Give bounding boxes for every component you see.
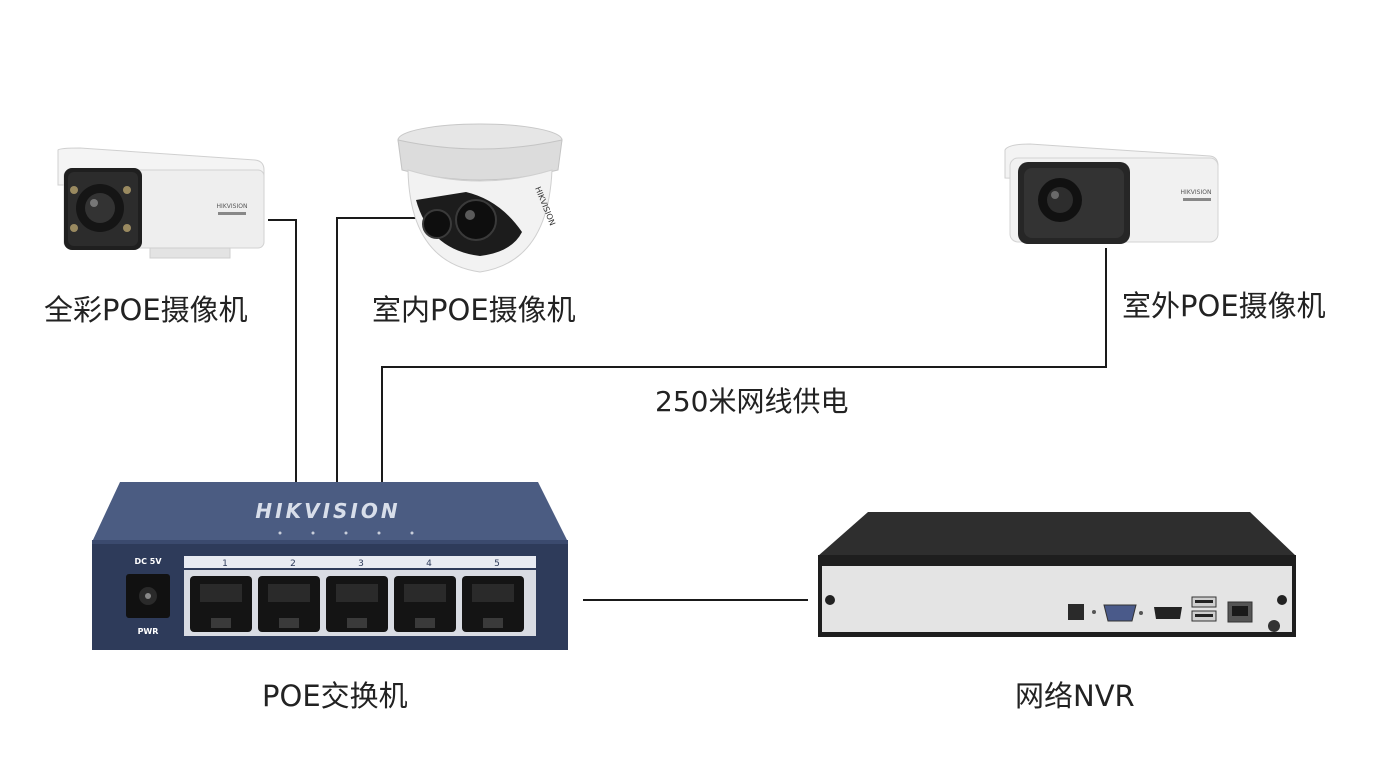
outdoor-camera-label: 室外POE摄像机 xyxy=(1122,289,1326,323)
cable-full-color-camera xyxy=(268,219,297,490)
port-label-3: 3 xyxy=(358,559,364,569)
poe-switch-label: POE交换机 xyxy=(262,679,408,713)
full-color-camera-label: 全彩POE摄像机 xyxy=(44,293,248,327)
nvr-label: 网络NVR xyxy=(1015,679,1135,713)
port-label-1: 1 xyxy=(222,559,228,569)
outdoor-camera-brand: HIKVISION xyxy=(1181,189,1212,196)
switch-dc-label: DC 5V xyxy=(134,557,162,566)
port-label-5: 5 xyxy=(494,559,500,569)
cable-indoor-camera xyxy=(336,217,418,508)
switch-brand: HIKVISION xyxy=(255,499,400,523)
port-label-4: 4 xyxy=(426,559,432,569)
full-color-camera-icon: HIKVISION xyxy=(57,147,265,259)
connection-lines xyxy=(268,217,1107,601)
cable-outdoor-camera xyxy=(381,248,1107,492)
outdoor-camera-icon: HIKVISION xyxy=(1004,143,1219,244)
poe-switch-icon: HIKVISION DC 5V PWR 1 2 3 4 5 xyxy=(92,482,568,650)
full-color-camera-brand: HIKVISION xyxy=(217,203,248,210)
rj45-ports xyxy=(184,570,536,636)
port-label-2: 2 xyxy=(290,559,296,569)
indoor-camera-icon: HIKVISION xyxy=(397,123,563,273)
nvr-icon xyxy=(818,512,1296,637)
cable-note-label: 250米网线供电 xyxy=(655,385,849,418)
switch-pwr-label: PWR xyxy=(138,627,159,636)
indoor-camera-label: 室内POE摄像机 xyxy=(372,293,576,327)
